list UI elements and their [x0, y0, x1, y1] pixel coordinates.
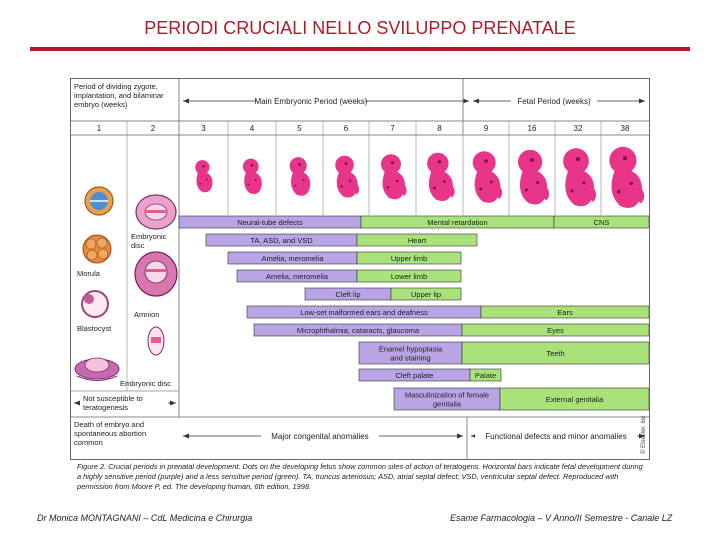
header-left-line3: embryo (weeks): [74, 100, 128, 109]
embryo-figure: [563, 148, 597, 207]
prenatal-development-figure: Period of dividing zygote, implantation,…: [70, 78, 650, 460]
upper-limb-sensitive-bar-label: Amelia, meromelia: [261, 254, 324, 263]
label-embryonic-disc: Embryonic disc: [131, 232, 169, 250]
figure-canvas: Period of dividing zygote, implantation,…: [71, 79, 649, 459]
eyes-less-sensitive-bar: [461, 323, 649, 337]
week-label: 2: [151, 124, 156, 133]
embryo-figure: [380, 154, 407, 200]
ears-less-sensitive-bar-label: Ears: [557, 308, 573, 317]
cns-sensitive-bar-label: Neural-tube defects: [237, 218, 303, 227]
lower-limb-less-sensitive-bar: [356, 269, 462, 283]
copyright-credit: © Elsevier. Inc: [640, 416, 647, 454]
week-label: 6: [344, 124, 349, 133]
teeth-less-sensitive-bar: [461, 341, 649, 365]
embryo-illustrations: [195, 146, 645, 208]
label-amnion: Amnion: [134, 310, 159, 319]
title-rule: [30, 47, 690, 51]
label-death-of-embryo: Death of embryo and spontaneous abortion…: [74, 420, 148, 447]
week-label: 32: [574, 124, 583, 133]
mental-retardation-bar-label: Mental retardation: [427, 218, 487, 227]
embryo-figure: [472, 151, 503, 203]
footer-left: Dr Monica MONTAGNANI – CdL Medicina e Ch…: [37, 513, 253, 523]
not-susceptible-arrow: [74, 393, 176, 415]
label-major-anomalies: Major congenital anomalies: [271, 432, 368, 441]
footer-right: Esame Farmacologia – V Anno/II Semestre …: [450, 513, 673, 523]
sensitivity-bars: Neural-tube defects Mental retardation CNS…: [178, 215, 649, 411]
embryo-figure: [517, 149, 550, 205]
header-main-embryonic-label: Main Embryonic Period (weeks): [255, 97, 368, 106]
embryo-figure: [242, 158, 262, 195]
header-left-label: Period of dividing zygote, implantation,…: [74, 82, 166, 109]
eyes-sensitive-bar-label: Microphthalmia, cataracts, glaucoma: [297, 326, 420, 335]
label-functional-defects: Functional defects and minor anomalies: [485, 432, 626, 441]
week-label: 16: [528, 124, 537, 133]
embryo-figure: [427, 152, 455, 201]
label-blastocyst: Blastocyst: [77, 324, 112, 333]
teeth-less-sensitive-bar-label: Teeth: [546, 349, 564, 358]
functional-defects-arrow: [471, 430, 645, 442]
embryo-figure: [609, 146, 645, 208]
lower-limb-less-sensitive-bar-label: Lower limb: [391, 272, 427, 281]
upper-lip-sensitive-bar-label: Cleft lip: [335, 290, 360, 299]
week-label: 5: [297, 124, 302, 133]
heart-less-sensitive-bar-label: Heart: [408, 236, 427, 245]
header-left-line1: Period of dividing zygote,: [74, 82, 158, 91]
week-label: 1: [97, 124, 102, 133]
upper-lip-less-sensitive-bar-label: Upper lip: [411, 290, 441, 299]
week-label: 8: [437, 124, 442, 133]
lower-limb-sensitive-bar-label: Amelia, meromelia: [266, 272, 329, 281]
palate-less-sensitive-bar: [469, 368, 502, 382]
embryo-figure: [289, 157, 311, 196]
label-embryonic-disc-2: Embryonic disc: [120, 379, 171, 388]
week-label: 38: [621, 124, 630, 133]
heart-sensitive-bar-label: TA, ASD, and VSD: [250, 236, 313, 245]
ears-less-sensitive-bar: [480, 305, 649, 319]
blastocyst-illustration: [81, 290, 109, 318]
palate-sensitive-bar-label: Cleft palate: [396, 371, 434, 380]
week-label: 4: [250, 124, 255, 133]
genitalia-less-sensitive-bar: [499, 387, 649, 411]
heart-less-sensitive-bar: [356, 233, 478, 247]
upper-limb-less-sensitive-bar: [356, 251, 462, 265]
morula-illustration: [82, 234, 112, 264]
embryo-figure: [335, 155, 360, 198]
genitalia-less-sensitive-bar-label: External genitalia: [546, 395, 604, 404]
week-number-row: 1 2 3 4 5 6 7 8 9 16 32 38: [97, 124, 630, 133]
cns-late-bar: [553, 215, 649, 229]
major-anomalies-arrow: [183, 430, 463, 442]
bilaminar-embryo-illustration: [134, 194, 178, 356]
slide-title: PERIODI CRUCIALI NELLO SVILUPPO PRENATAL…: [144, 18, 576, 38]
label-morula: Morula: [77, 269, 101, 278]
week-label: 9: [484, 124, 489, 133]
week-label: 7: [390, 124, 395, 133]
implantation-illustration: [74, 357, 120, 381]
cns-late-bar-label: CNS: [594, 218, 610, 227]
header-fetal-label: Fetal Period (weeks): [517, 97, 591, 106]
zygote-illustration-1: [84, 186, 114, 216]
week-label: 3: [201, 124, 206, 133]
eyes-less-sensitive-bar-label: Eyes: [547, 326, 564, 335]
week-grid-lines: [126, 79, 602, 417]
figure-caption: Figure 2. Crucial periods in prenatal de…: [77, 462, 643, 491]
header-left-line2: implantation, and bilaminar: [74, 91, 164, 100]
ears-sensitive-bar-label: Low-set malformed ears and deafness: [300, 308, 428, 317]
embryo-figure: [195, 160, 213, 193]
upper-limb-less-sensitive-bar-label: Upper limb: [391, 254, 427, 263]
label-not-susceptible: Not susceptible to teratogenesis: [83, 394, 145, 412]
palate-less-sensitive-bar-label: Palate: [475, 371, 496, 380]
upper-lip-less-sensitive-bar: [390, 287, 462, 301]
